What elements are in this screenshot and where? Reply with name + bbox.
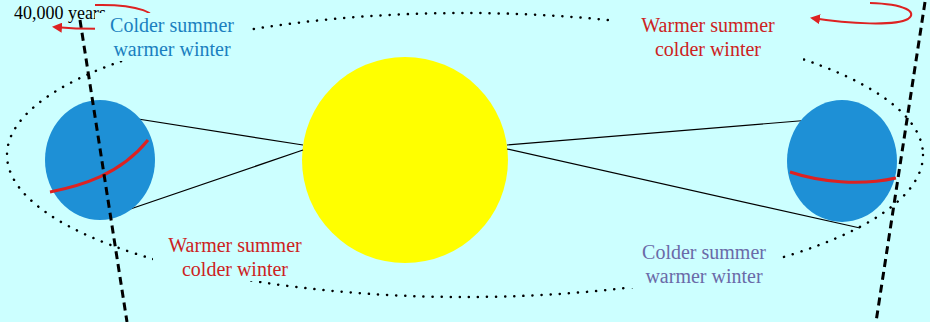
tilt-axis: [80, 20, 127, 322]
orbit-ellipse: [7, 13, 923, 297]
season-label: Colder summer warmer winter: [95, 13, 249, 61]
latitude-curve: [50, 140, 148, 192]
season-label: Warmer summer colder winter: [614, 13, 803, 61]
season-label: Colder summer warmer winter: [627, 240, 781, 288]
sun: [302, 57, 508, 263]
sun-ray: [507, 118, 835, 145]
latitude-curve: [790, 172, 896, 182]
tilt-axis: [876, 2, 925, 322]
season-label: Warmer summer colder winter: [153, 233, 317, 281]
precession-arrow: [812, 3, 911, 23]
earth: [45, 100, 155, 220]
earth: [787, 100, 897, 222]
